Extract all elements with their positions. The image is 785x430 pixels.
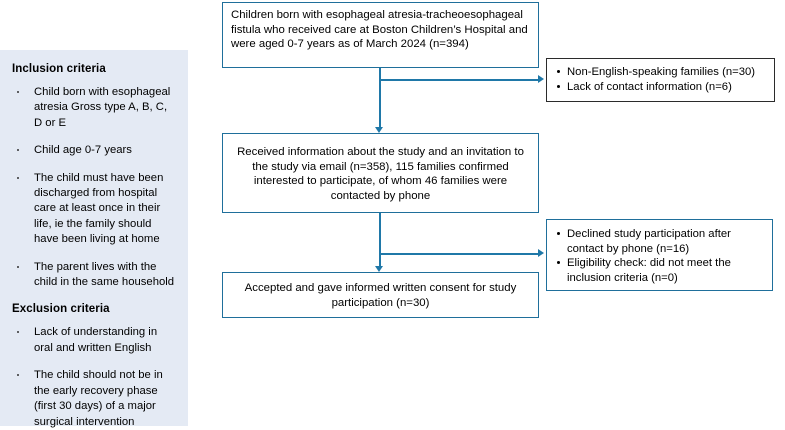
list-item: Eligibility check: did not meet the incl… bbox=[553, 256, 764, 285]
list-item: The child must have been discharged from… bbox=[8, 171, 178, 248]
list-item: Child born with esophageal atresia Gross… bbox=[8, 85, 178, 131]
list-item: The parent lives with the child in the s… bbox=[8, 260, 178, 291]
bullet-dot-icon bbox=[17, 91, 19, 93]
list-item: The child should not be in the early rec… bbox=[8, 368, 178, 430]
arrowhead-right-icon bbox=[538, 75, 544, 84]
bullet-dot-icon bbox=[17, 149, 19, 152]
inclusion-item-text: Child age 0-7 years bbox=[34, 144, 132, 157]
arrowhead-right-icon bbox=[538, 249, 544, 258]
bullet-dot-icon bbox=[557, 232, 560, 235]
list-item: Non-English-speaking families (n=30) bbox=[553, 65, 766, 80]
bullet-dot-icon bbox=[17, 265, 19, 268]
connector-enrolled-to-invited bbox=[379, 68, 381, 127]
inclusion-criteria-heading: Inclusion criteria bbox=[12, 63, 106, 75]
flow-node-invited-text: Received information about the study and… bbox=[237, 146, 524, 202]
exclusion-item-text: The child should not be in the early rec… bbox=[34, 369, 163, 428]
inclusion-item-text: The parent lives with the child in the s… bbox=[34, 260, 175, 289]
list-item: Child age 0-7 years bbox=[8, 143, 178, 158]
excluded-top-list: Non-English-speaking families (n=30) Lac… bbox=[553, 65, 766, 94]
arrowhead-down-icon bbox=[374, 127, 383, 133]
list-item: Declined study participation after conta… bbox=[553, 227, 764, 256]
excluded-top-text: Lack of contact information (n=6) bbox=[567, 80, 732, 93]
connector-enrolled-to-excluded-top bbox=[379, 79, 539, 81]
flow-node-excluded-bottom: Declined study participation after conta… bbox=[546, 219, 773, 291]
flow-node-consent: Accepted and gave informed written conse… bbox=[222, 272, 539, 318]
flow-node-enrolled-text: Children born with esophageal atresia-tr… bbox=[231, 9, 528, 51]
bullet-dot-icon bbox=[557, 261, 560, 265]
connector-invited-to-consent bbox=[379, 213, 381, 266]
arrowhead-down-icon bbox=[374, 266, 383, 272]
bullet-dot-icon bbox=[17, 176, 19, 179]
criteria-panel: Inclusion criteria Child born with esoph… bbox=[0, 50, 188, 429]
excluded-bottom-text: Declined study participation after conta… bbox=[567, 228, 731, 255]
inclusion-criteria-list: Child born with esophageal atresia Gross… bbox=[8, 85, 178, 290]
flow-node-excluded-top: Non-English-speaking families (n=30) Lac… bbox=[546, 58, 775, 102]
bullet-dot-icon bbox=[557, 84, 560, 88]
exclusion-criteria-heading: Exclusion criteria bbox=[12, 303, 110, 316]
flow-node-enrolled: Children born with esophageal atresia-tr… bbox=[222, 2, 539, 68]
flow-node-invited: Received information about the study and… bbox=[222, 133, 539, 213]
list-item: Lack of understanding in oral and writte… bbox=[8, 325, 178, 356]
bullet-dot-icon bbox=[17, 374, 19, 377]
flow-node-consent-text: Accepted and gave informed written conse… bbox=[244, 282, 517, 309]
connector-invited-to-excluded-bottom bbox=[379, 253, 539, 255]
excluded-bottom-list: Declined study participation after conta… bbox=[553, 227, 764, 285]
exclusion-criteria-list: Lack of understanding in oral and writte… bbox=[8, 325, 178, 429]
inclusion-item-text: The child must have been discharged from… bbox=[34, 171, 164, 246]
bullet-dot-icon bbox=[17, 331, 19, 334]
exclusion-item-text: Lack of understanding in oral and writte… bbox=[34, 326, 158, 354]
list-item: Lack of contact information (n=6) bbox=[553, 80, 766, 95]
excluded-top-text: Non-English-speaking families (n=30) bbox=[567, 66, 756, 78]
excluded-bottom-text: Eligibility check: did not meet the incl… bbox=[567, 257, 731, 284]
bullet-dot-icon bbox=[557, 70, 560, 73]
inclusion-item-text: Child born with esophageal atresia Gross… bbox=[34, 86, 171, 129]
